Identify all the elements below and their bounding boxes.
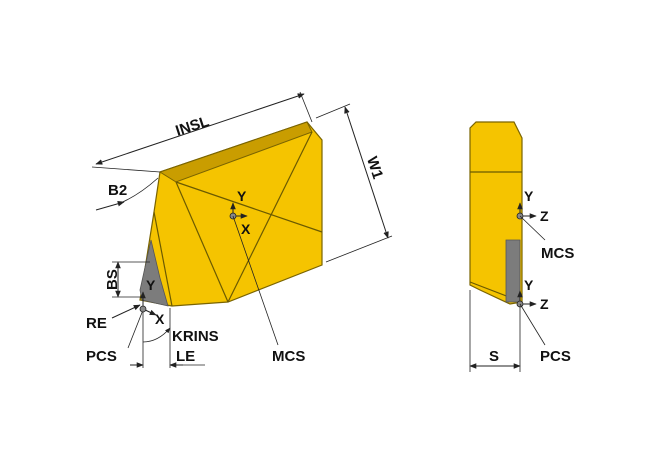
le-dimension: LE	[130, 308, 205, 368]
krins-label: KRINS	[172, 328, 219, 345]
mcs-right-y-axis: Y	[524, 188, 534, 204]
pcs-left-label: PCS	[86, 348, 117, 365]
pcs-left-point	[139, 305, 147, 313]
w1-label: W1	[363, 154, 386, 181]
s-dimension: S	[469, 290, 521, 372]
bs-dimension: BS	[104, 261, 150, 298]
facet-line-4	[153, 211, 173, 307]
b2-label: B2	[108, 182, 127, 199]
pcs-right-z-axis: Z	[540, 296, 549, 312]
facet-line-2	[175, 181, 323, 233]
le-label: LE	[176, 348, 195, 365]
pcs-right-y-axis: Y	[524, 277, 534, 293]
mcs-left-label: MCS	[272, 348, 305, 365]
insl-label: INSL	[174, 113, 212, 140]
krins-dimension: KRINS	[142, 309, 219, 368]
facet-line-1	[175, 181, 229, 303]
mcs-left-x-axis: X	[241, 221, 251, 237]
pcs-left-leader: PCS	[86, 309, 144, 365]
mcs-right-z-axis: Z	[540, 208, 549, 224]
pcs-right-label: PCS	[540, 348, 571, 365]
insert-gray-land	[139, 239, 169, 307]
b2-dimension: B2	[95, 177, 159, 211]
bs-label: BS	[104, 269, 121, 290]
side-gray-land	[505, 239, 521, 303]
pcs-left-x-axis: X	[155, 311, 165, 327]
mcs-right-axes: Y Z MCS	[516, 188, 574, 262]
s-label: S	[489, 348, 499, 365]
pcs-left-y-axis: Y	[146, 277, 156, 293]
insert-side-view	[469, 121, 523, 305]
pcs-right-axes: Y Z PCS	[516, 277, 571, 365]
w1-dimension: W1	[315, 103, 393, 263]
mcs-left-y-axis: Y	[237, 188, 247, 204]
mcs-left-axes: Y X MCS	[229, 188, 305, 365]
re-label: RE	[86, 315, 107, 332]
mcs-right-label: MCS	[541, 245, 574, 262]
pcs-left-axes: Y X	[139, 277, 165, 327]
re-leader: RE	[86, 304, 141, 332]
